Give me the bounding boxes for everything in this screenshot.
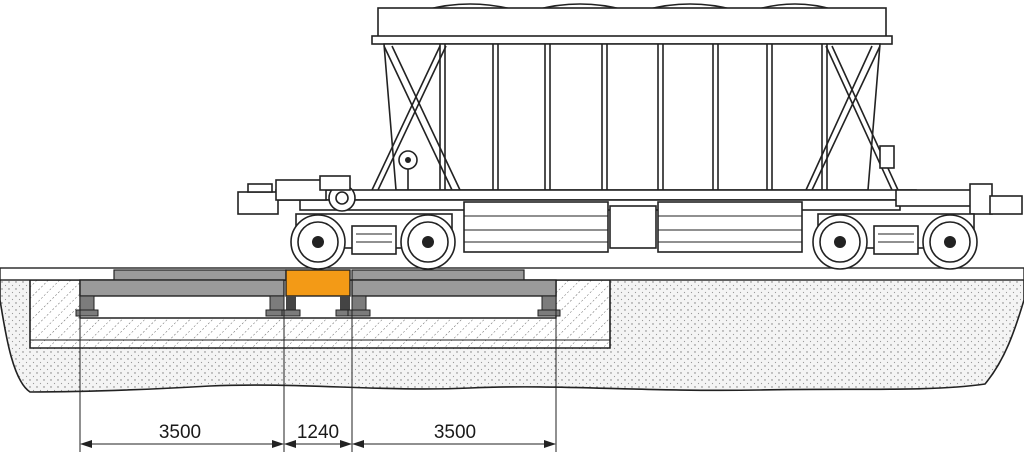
middle-platform [281, 269, 355, 317]
discharge-hoppers [463, 201, 803, 253]
end-box [879, 145, 895, 169]
right-platform [347, 269, 561, 317]
roof-rim [371, 35, 893, 45]
right-bogie [812, 213, 978, 270]
left-platform [75, 269, 289, 317]
brake-wheel-icon [398, 150, 418, 190]
dimension-label-middle: 1240 [297, 422, 339, 443]
dimension-label-right: 3500 [434, 422, 476, 443]
wagon-body [383, 43, 881, 191]
body-ribs [439, 44, 828, 190]
dimension-lines: 3500 1240 3500 [79, 284, 557, 452]
wagon-roof [377, 7, 887, 39]
underframe [275, 189, 917, 201]
left-coupler [237, 175, 356, 215]
right-coupler [895, 183, 1023, 215]
left-bogie [290, 213, 456, 270]
dimension-label-left: 3500 [159, 422, 201, 443]
hopper-wagon [237, 3, 1023, 270]
